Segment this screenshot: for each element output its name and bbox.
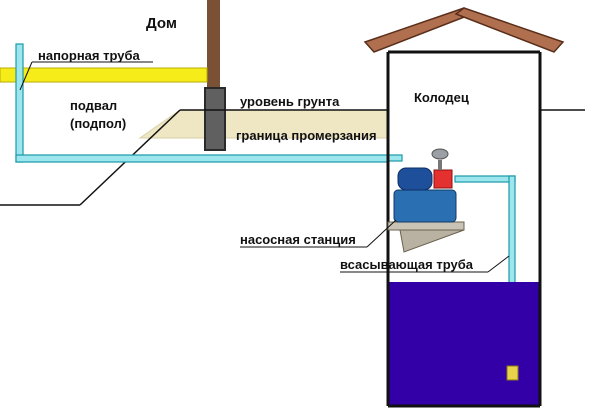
well-label: Колодец [414,90,469,105]
well-roof [363,7,565,53]
house-label: Дом [146,15,177,32]
suction-filter-icon [506,365,519,381]
pump-shelf [387,221,465,253]
pressure-pipe-pointer [19,61,33,91]
pressure-pipe [0,67,208,83]
pump-station-label: насосная станция [240,232,356,247]
suction-pipe-label: всасывающая труба [340,257,474,272]
basement-sub-label: (подпол) [70,116,126,131]
basement-label: подвал [70,98,117,113]
house-wall-post [207,0,220,88]
suction-pipe-pointer [487,255,510,273]
ground-level-label: уровень грунта [240,94,340,109]
pressure-pipe-label: напорная труба [38,48,140,63]
leader-lines [19,61,510,273]
frost-line-label: граница промерзания [236,128,377,143]
pump-station-icon [393,148,457,223]
foundation-column [204,87,226,151]
well-water [388,282,540,406]
pump-station-pointer [366,219,397,248]
